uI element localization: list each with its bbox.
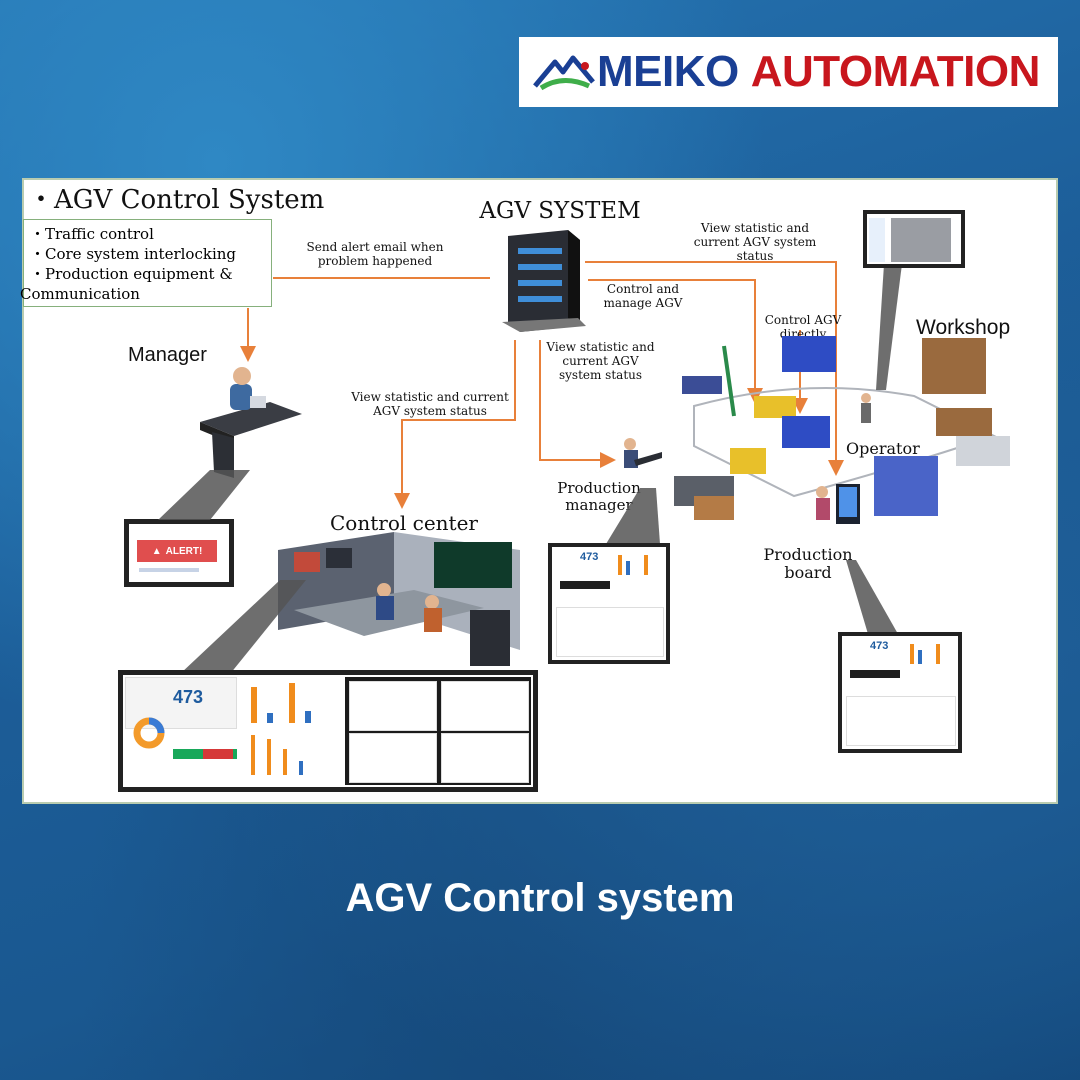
feature-communication: Communication — [20, 285, 140, 303]
page-caption: AGV Control system — [345, 876, 735, 920]
map-tablet-screen — [863, 210, 965, 268]
control-center-illustration — [278, 532, 520, 666]
server-icon — [502, 230, 586, 332]
pm-dashboard-count: 473 — [580, 551, 599, 563]
label-view-status-board: View statistic and current AGV system st… — [693, 221, 817, 263]
node-control-center: Control center — [330, 511, 478, 535]
diagram-heading: ・AGV Control System — [28, 185, 325, 215]
node-manager: Manager — [128, 344, 207, 366]
logo-automation: AUTOMATION — [750, 47, 1041, 96]
manager-view-beam — [158, 470, 250, 520]
label-alert-email: Send alert email when problem happened — [306, 240, 444, 268]
board-kiosk-figure — [816, 484, 860, 524]
feature-traffic: ・Traffic control — [30, 225, 154, 243]
board-view-beam — [846, 560, 898, 634]
board-dashboard-count: 473 — [870, 640, 889, 652]
system-title: AGV SYSTEM — [479, 198, 641, 224]
production-board-dashboard: 473 — [838, 632, 962, 753]
features-box: ・Traffic control ・Core system interlocki… — [20, 219, 272, 307]
node-operator: Operator — [846, 439, 920, 458]
label-view-status-manager: View statistic and current AGV system st… — [546, 340, 655, 382]
warning-icon: ▲ — [151, 545, 162, 557]
control-center-dashboard: 473 — [118, 670, 538, 792]
dashboard-count: 473 — [173, 687, 204, 707]
production-manager-view-beam — [606, 488, 660, 544]
node-workshop: Workshop — [916, 316, 1011, 339]
production-manager-dashboard: 473 — [548, 543, 670, 664]
manager-desk-illustration — [200, 367, 302, 478]
tablet-view-beam — [876, 264, 902, 390]
alert-text: ALERT! — [165, 545, 203, 557]
node-production-board: Production board — [763, 545, 853, 583]
alert-screen: ▲ ALERT! — [124, 519, 234, 587]
feature-equipment: ・Production equipment & — [30, 265, 233, 283]
workshop-illustration — [674, 336, 1010, 520]
donut-chart-icon — [133, 717, 165, 749]
mountain-logo-icon — [533, 55, 595, 91]
feature-interlocking: ・Core system interlocking — [30, 245, 237, 263]
node-production-manager: Production manager — [557, 479, 641, 515]
production-manager-figure — [624, 438, 662, 468]
label-control-manage: Control and manage AGV — [603, 282, 683, 310]
logo-meiko: MEIKO — [597, 47, 739, 96]
control-center-view-beam — [180, 580, 306, 674]
label-view-status-center: View statistic and current AGV system st… — [351, 390, 509, 418]
